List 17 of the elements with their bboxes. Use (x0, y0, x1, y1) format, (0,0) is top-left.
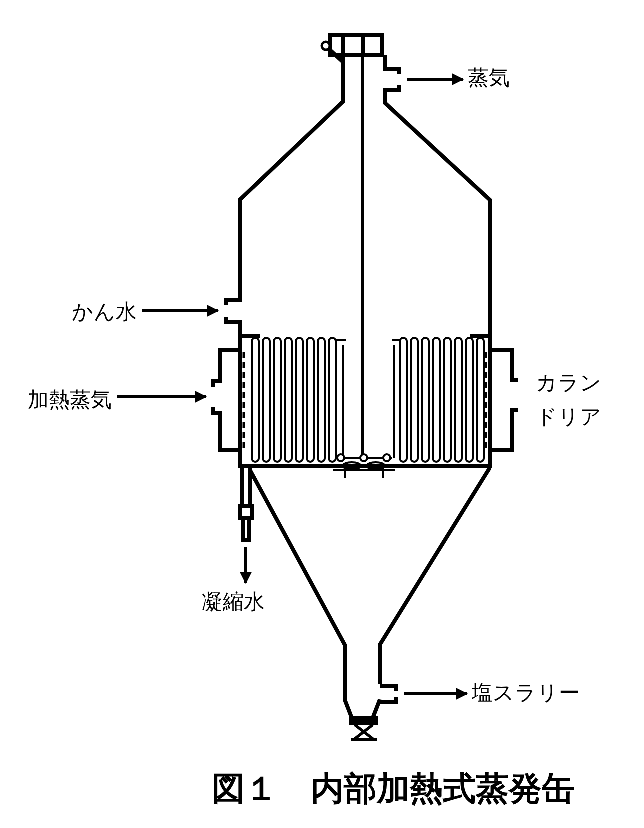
flow-arrow (404, 688, 468, 700)
flow-arrow (407, 74, 464, 86)
nozzle (239, 466, 253, 542)
nozzle (379, 682, 399, 706)
stream-label: 蒸気 (468, 64, 510, 92)
nozzle (223, 296, 242, 326)
stream-label: 塩スラリー (472, 679, 580, 707)
stream-label: 凝縮水 (202, 588, 265, 616)
flow-arrow (142, 305, 220, 317)
nozzle (211, 378, 222, 416)
nozzle (384, 66, 402, 93)
flow-arrow (240, 547, 252, 584)
figure-caption: 図１ 内部加熱式蒸発缶 (212, 768, 575, 810)
stream-label: 加熱蒸気 (28, 386, 112, 414)
flow-arrow (117, 391, 208, 403)
part-label: カランドリア (536, 370, 603, 431)
stream-label: かん水 (72, 298, 137, 326)
